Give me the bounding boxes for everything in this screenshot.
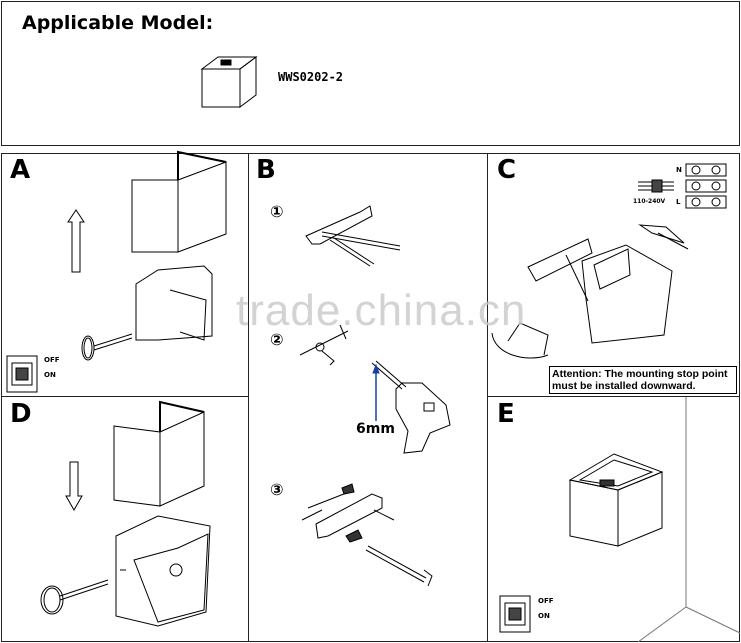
panel-c-drawing [488, 215, 708, 365]
switch-on-label-e: ON [538, 612, 550, 620]
switch-on-label: ON [44, 371, 56, 379]
bracket-with-screws [298, 480, 438, 590]
bracket-with-wires [300, 200, 410, 270]
terminal-n-label: N [676, 166, 682, 174]
switch-off-label: OFF [44, 356, 60, 364]
panel-d-drawing [38, 400, 248, 640]
panel-a [1, 153, 249, 397]
panel-d [1, 396, 249, 642]
panel-a-letter: A [10, 155, 31, 185]
lamp-cube-icon [200, 55, 260, 111]
terminal-block [638, 160, 728, 215]
voltage-label: 110-240V [633, 198, 666, 205]
panel-e-room [488, 397, 740, 642]
watermark-text: trade.china.cn [236, 286, 527, 335]
drill-icon [300, 325, 460, 460]
step-1-marker: ① [270, 202, 284, 221]
step-2-marker: ② [270, 330, 284, 349]
model-number: WWS0202-2 [278, 70, 344, 84]
installed-lamp-icon [566, 452, 666, 548]
panel-c-letter: C [497, 155, 517, 185]
header-panel [1, 1, 740, 146]
page-title: Applicable Model: [22, 12, 214, 34]
step-3-marker: ③ [270, 480, 284, 499]
attention-note: Attention: The mounting stop point must … [549, 366, 737, 394]
panel-d-letter: D [10, 399, 32, 429]
switch-icon-e [500, 596, 530, 632]
panel-b-letter: B [256, 155, 276, 185]
panel-e [487, 396, 740, 642]
panel-a-drawing [40, 150, 250, 390]
panel-b [248, 153, 488, 642]
panel-c [487, 153, 740, 397]
terminal-l-label: L [676, 198, 681, 206]
drill-size-label: 6mm [356, 421, 395, 437]
switch-icon [7, 356, 37, 392]
panel-e-letter: E [497, 399, 515, 429]
switch-off-label-e: OFF [538, 597, 554, 605]
